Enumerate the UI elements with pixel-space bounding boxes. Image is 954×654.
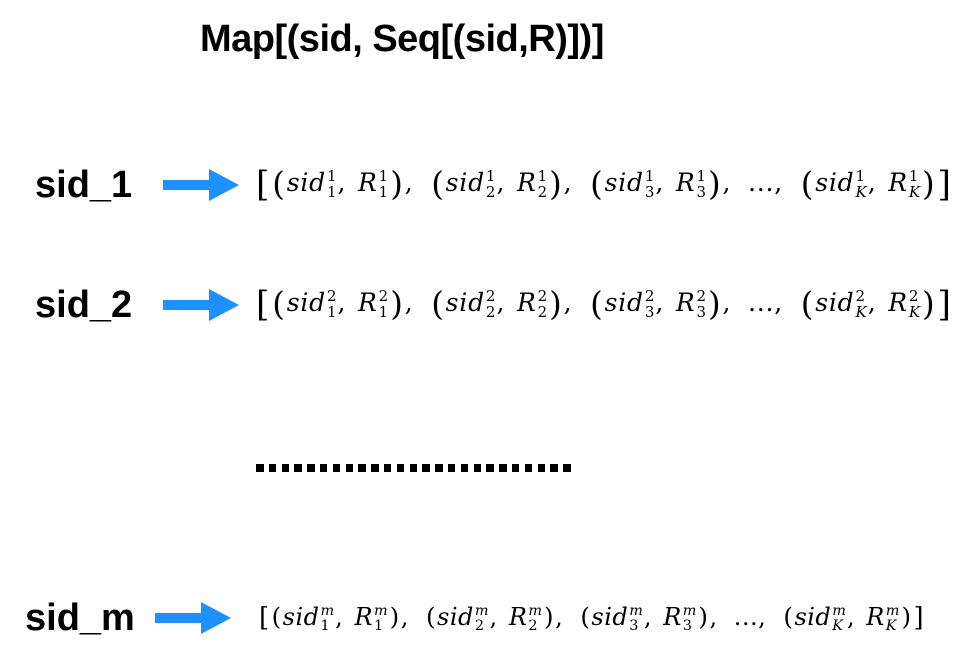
map-key-label-m: sid_m — [25, 596, 135, 639]
arrow-icon — [163, 289, 239, 321]
arrow-icon — [155, 602, 231, 634]
map-key-label-2: sid_2 — [35, 283, 133, 326]
map-key-label-1: sid_1 — [35, 163, 133, 206]
ellipsis-separator — [256, 464, 571, 472]
diagram-title: Map[(sid, Seq[(sid,R)])] — [200, 18, 604, 60]
arrow-icon — [163, 169, 239, 201]
